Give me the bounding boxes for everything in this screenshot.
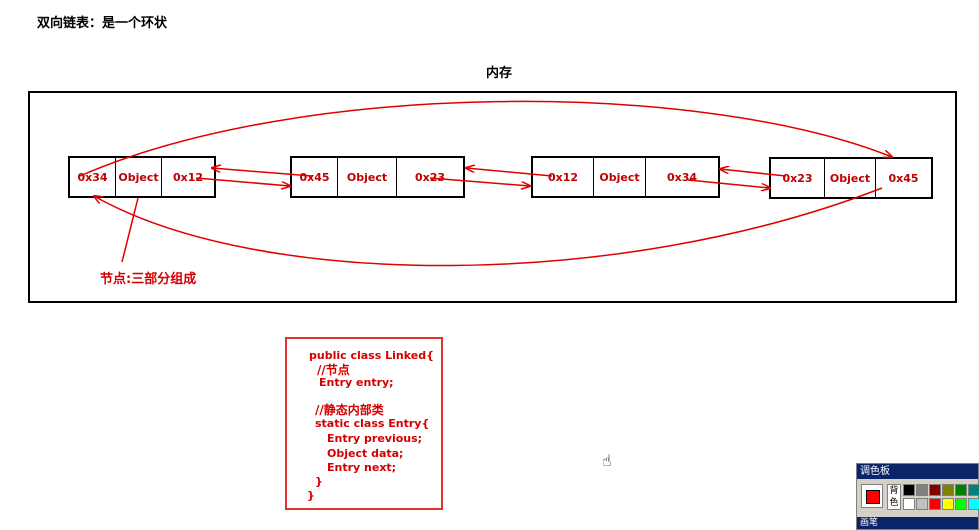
hand-cursor-icon: ☝ (602, 451, 612, 470)
arrow-n1-to-n2 (195, 177, 290, 186)
color-swatch[interactable] (903, 484, 915, 496)
list-node-3: 0x12 Object 0x34 (531, 156, 720, 198)
arrow-n2-to-n3 (429, 177, 530, 186)
code-line: Entry previous; (327, 432, 423, 445)
code-line: Object data; (327, 447, 404, 460)
code-line: static class Entry{ (315, 417, 430, 430)
arrow-n4-to-n3 (720, 169, 787, 177)
list-node-4: 0x23 Object 0x45 (769, 157, 933, 199)
code-line: public class Linked{ (309, 349, 434, 362)
memory-label: 内存 (486, 66, 513, 81)
node-next-field: 0x45 (888, 171, 919, 185)
color-swatch[interactable] (916, 484, 928, 496)
arrow-n3-to-n2 (466, 168, 553, 177)
node-prev-field: 0x45 (292, 158, 338, 196)
arrow-tail-to-head (94, 187, 883, 267)
code-line: } (307, 489, 315, 502)
color-mode-toggle[interactable]: 背 色 (887, 484, 901, 510)
code-line: Entry next; (327, 461, 397, 474)
node-next-field: 0x23 (414, 170, 446, 184)
color-swatch[interactable] (929, 498, 941, 510)
palette-bottom-label: 画笔 (857, 517, 978, 529)
code-line: } (315, 475, 323, 488)
color-swatch[interactable] (955, 498, 967, 510)
list-node-2: 0x45 Object 0x23 (290, 156, 465, 198)
current-color-selector[interactable] (861, 484, 883, 508)
node-data-field: Object (116, 158, 162, 196)
palette-title: 调色板 (857, 464, 978, 479)
arrow-n2-to-n1 (212, 168, 313, 177)
page-title: 双向链表：是一个环状 (37, 16, 168, 31)
color-swatch[interactable] (916, 498, 928, 510)
node-prev-field: 0x12 (533, 158, 594, 196)
node-next-field: 0x12 (172, 170, 204, 184)
node-data-field: Object (594, 158, 646, 196)
code-line: Entry entry; (319, 376, 394, 389)
code-box: public class Linked{ //节点 Entry entry; /… (285, 337, 443, 510)
color-swatch[interactable] (968, 484, 979, 496)
memory-box (28, 91, 957, 303)
color-palette-panel: 调色板 背 色 画笔 (856, 463, 979, 530)
node-label-pointer (121, 197, 139, 263)
code-line: //静态内部类 (315, 403, 384, 417)
color-swatch[interactable] (942, 498, 954, 510)
node-annotation: 节点:三部分组成 (100, 272, 197, 287)
arrow-head-to-tail (79, 100, 892, 177)
color-swatch[interactable] (968, 498, 979, 510)
node-data-field: Object (338, 158, 397, 196)
color-swatch[interactable] (955, 484, 967, 496)
node-data-field: Object (825, 159, 876, 197)
list-node-1: 0x34 Object 0x12 (68, 156, 216, 198)
current-color-swatch (866, 490, 880, 504)
arrow-n3-to-n4 (687, 179, 770, 188)
color-swatch[interactable] (929, 484, 941, 496)
node-prev-field: 0x23 (771, 159, 825, 197)
color-swatch[interactable] (942, 484, 954, 496)
color-swatch[interactable] (903, 498, 915, 510)
code-line: //节点 (317, 363, 350, 377)
